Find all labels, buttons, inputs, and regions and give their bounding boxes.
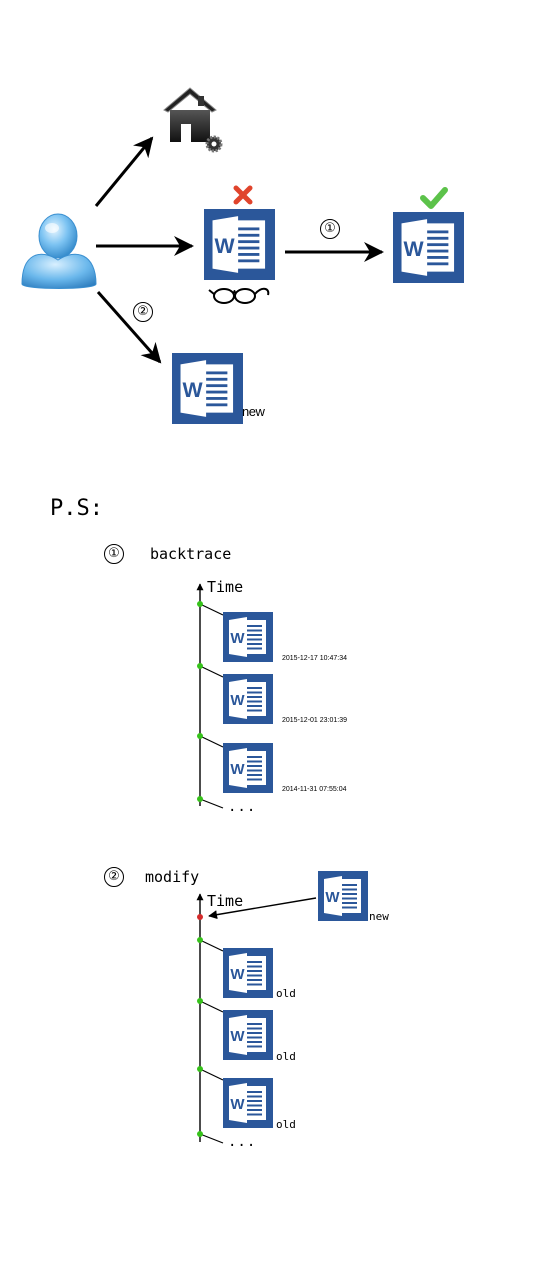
timeline-dot <box>197 601 203 607</box>
word-doc-icon <box>204 209 275 280</box>
modify-marker: ② <box>104 867 124 887</box>
modify-old-label-3: old <box>276 1118 296 1131</box>
ps-heading: P.S: <box>50 496 103 521</box>
timeline-new-dot <box>197 914 203 920</box>
backtrace-time-label: Time <box>207 578 244 596</box>
timeline-dot <box>197 1131 203 1137</box>
modify-more: ... <box>228 1134 257 1150</box>
new-doc-label: new <box>242 404 265 419</box>
cross-mark-icon <box>233 185 253 205</box>
word-doc-icon <box>223 612 273 662</box>
arrow-to-new-doc <box>96 291 162 364</box>
timeline-branch <box>199 798 224 809</box>
arrow-to-settings <box>94 136 154 207</box>
timeline-branch <box>199 665 224 678</box>
modify-time-label: Time <box>207 892 244 910</box>
word-doc-icon <box>223 1010 273 1060</box>
user-icon <box>21 213 97 289</box>
timeline-dot <box>197 998 203 1004</box>
word-doc-icon <box>318 871 368 921</box>
timeline-branch <box>199 735 224 748</box>
timeline-branch <box>199 939 224 952</box>
step-1-marker: ① <box>320 219 340 239</box>
timeline-dot <box>197 937 203 943</box>
word-doc-icon <box>223 948 273 998</box>
backtrace-marker: ① <box>104 544 124 564</box>
word-doc-icon <box>223 743 273 793</box>
check-mark-icon <box>420 187 448 209</box>
step-2-marker: ② <box>133 302 153 322</box>
backtrace-title: backtrace <box>150 545 232 563</box>
backtrace-more: ... <box>228 799 257 815</box>
word-doc-icon <box>393 212 464 283</box>
timeline-branch <box>199 1133 224 1144</box>
modify-old-label-1: old <box>276 987 296 1000</box>
timeline-dot <box>197 1066 203 1072</box>
backtrace-timestamp-3: 2014-11-31 07:55:04 <box>282 786 347 793</box>
word-doc-icon <box>223 1078 273 1128</box>
house-settings-icon <box>163 87 223 153</box>
timeline-dot <box>197 733 203 739</box>
word-doc-icon <box>172 353 243 424</box>
modify-new-label: new <box>369 910 389 923</box>
modify-title: modify <box>145 868 200 886</box>
modify-old-label-2: old <box>276 1050 296 1063</box>
timeline-branch <box>199 603 224 616</box>
backtrace-timestamp-2: 2015-12-01 23:01:39 <box>282 717 347 724</box>
backtrace-timestamp-1: 2015-12-17 10:47:34 <box>282 655 347 662</box>
glasses-icon <box>208 287 270 304</box>
timeline-dot <box>197 663 203 669</box>
timeline-dot <box>197 796 203 802</box>
word-doc-icon <box>223 674 273 724</box>
arrow-new-to-timeline <box>208 897 317 920</box>
timeline-branch <box>199 1068 224 1081</box>
timeline-branch <box>199 1000 224 1013</box>
